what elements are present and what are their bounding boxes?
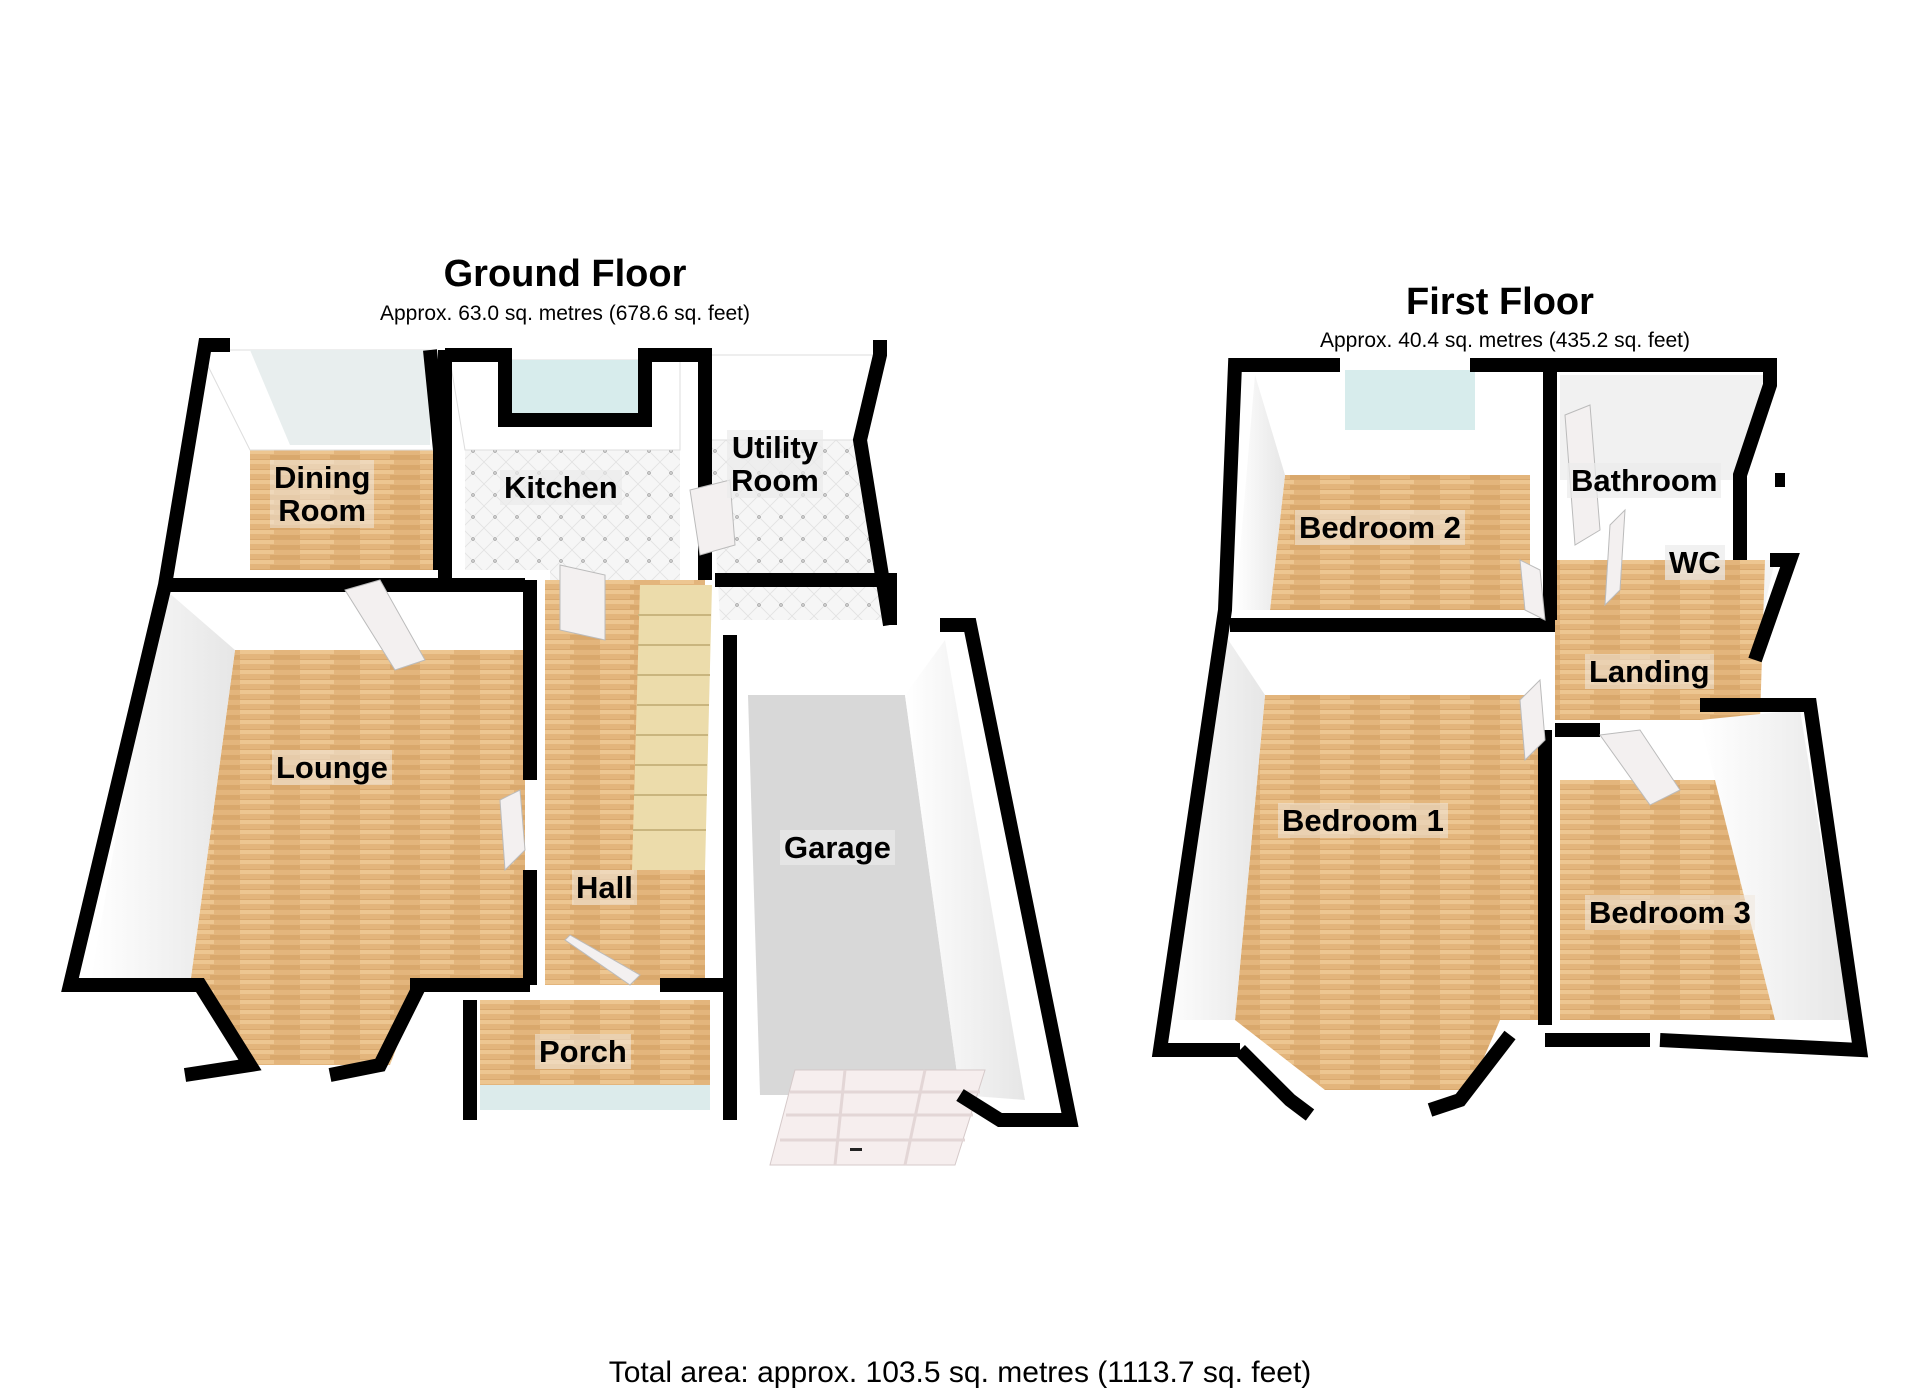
room-label-bathroom: Bathroom bbox=[1567, 463, 1722, 498]
room-label-wc: WC bbox=[1665, 545, 1725, 580]
bathroom-floor bbox=[1560, 375, 1765, 480]
door-icon bbox=[1599, 729, 1681, 806]
room-label-bedroom-1: Bedroom 1 bbox=[1278, 803, 1448, 838]
room-label-hall: Hall bbox=[572, 870, 637, 905]
room-label-landing: Landing bbox=[1585, 654, 1714, 689]
staircase bbox=[632, 585, 712, 870]
garage-door-icon bbox=[769, 1069, 986, 1166]
first-floor-title: First Floor bbox=[1406, 281, 1594, 323]
door-icon bbox=[344, 579, 426, 671]
room-label-bedroom-2: Bedroom 2 bbox=[1295, 510, 1465, 545]
room-label-bedroom-3: Bedroom 3 bbox=[1585, 895, 1755, 930]
room-label-dining-room: Dining Room bbox=[270, 460, 375, 528]
door-icon bbox=[1604, 508, 1626, 607]
bedroom-1-floor bbox=[1235, 695, 1540, 1020]
door-icon bbox=[559, 564, 606, 641]
first-floor-plan bbox=[1151, 358, 1869, 1121]
door-icon bbox=[1519, 559, 1546, 621]
landing-floor bbox=[1555, 560, 1765, 720]
ground-floor-area: Approx. 63.0 sq. metres (678.6 sq. feet) bbox=[379, 302, 751, 325]
room-label-porch: Porch bbox=[535, 1034, 631, 1069]
ground-floor-title: Ground Floor bbox=[443, 253, 687, 295]
first-floor-area: Approx. 40.4 sq. metres (435.2 sq. feet) bbox=[1319, 329, 1691, 352]
room-label-garage: Garage bbox=[780, 830, 895, 865]
door-icon bbox=[689, 479, 736, 556]
garage-floor bbox=[748, 695, 960, 1095]
room-label-kitchen: Kitchen bbox=[500, 470, 622, 505]
door-icon bbox=[564, 934, 641, 986]
lounge-floor bbox=[190, 650, 525, 985]
room-label-utility-room: Utility Room bbox=[727, 430, 823, 498]
door-icon bbox=[1519, 678, 1546, 762]
total-area: Total area: approx. 103.5 sq. metres (11… bbox=[608, 1356, 1312, 1389]
door-icon bbox=[499, 789, 526, 872]
room-label-lounge: Lounge bbox=[272, 750, 392, 785]
